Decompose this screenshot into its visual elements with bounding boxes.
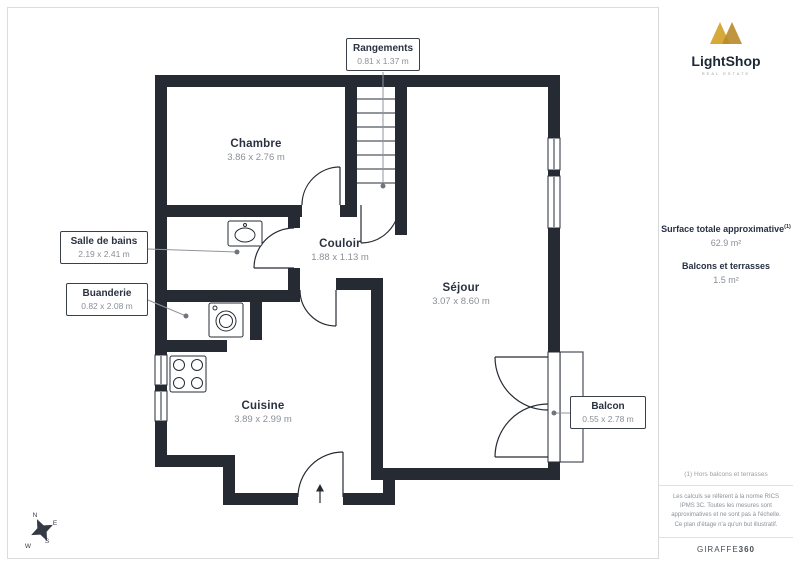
callout-buanderie-dims: 0.82 x 2.08 m [81,301,133,311]
callout-leaders [147,72,570,414]
compass-w: W [25,543,32,550]
washing-machine-icon [208,302,244,338]
floorplan-area: N E S W Chambre 3.86 x 2.76 m Couloir 1.… [25,38,646,550]
leader-salle-de-bains [147,248,238,253]
legal-disclaimer: Les calculs se réfèrent à la norme RICS … [671,493,781,528]
room-label-cuisine: Cuisine 3.89 x 2.99 m [234,400,292,425]
callout-dots [183,183,557,416]
room-dims-chambre: 3.86 x 2.76 m [227,152,285,163]
room-name-chambre: Chambre [230,138,282,150]
surface-total-footmark: (1) [784,224,791,230]
balcony-opening [547,351,561,463]
door-balcon-double [494,356,549,458]
window-sejour-1 [547,137,561,171]
room-dims-sejour: 3.07 x 8.60 m [432,296,490,307]
doors [253,166,549,498]
leader-buanderie [147,299,187,317]
surface-total-title-text: Surface totale approximative [661,224,785,234]
room-dims-couloir: 1.88 x 1.13 m [311,252,369,263]
room-dims-cuisine: 3.89 x 2.99 m [234,414,292,425]
window-cuisine-2 [154,390,168,422]
windows [154,137,561,422]
giraffe360-credit-name: GIRAFFE [696,545,739,554]
surface-footnote: (1) Hors balcons et terrasses [684,470,768,478]
door-rangements [360,204,400,244]
window-cuisine-1 [154,354,168,386]
room-name-cuisine: Cuisine [241,400,285,412]
info-sidebar: LightShop REAL ESTATE Surface totale app… [658,7,793,559]
surface-total-value: 62.9 m² [710,238,742,248]
callout-salle-de-bains-dims: 2.19 x 2.41 m [78,249,130,259]
compass-n: N [33,512,38,519]
stove-icon [169,355,207,393]
compass-s: S [45,538,50,545]
door-salle-de-bains [253,227,295,269]
callout-balcon-dims: 0.55 x 2.78 m [582,414,634,424]
door-entree [297,451,344,498]
brand-tagline: REAL ESTATE [701,71,751,76]
room-name-sejour: Séjour [442,282,480,294]
callout-balcon: Balcon 0.55 x 2.78 m [570,396,646,429]
callout-rangements-dims: 0.81 x 1.37 m [357,56,409,66]
sink-icon [227,220,263,247]
callout-salle-de-bains: Salle de bains 2.19 x 2.41 m [60,231,148,264]
floorplan-drawing: N E S W [25,72,584,550]
lightshop-logo-icon [709,22,742,44]
callout-buanderie: Buanderie 0.82 x 2.08 m [66,283,148,316]
door-chambre [301,166,341,206]
room-label-couloir: Couloir 1.88 x 1.13 m [311,238,369,263]
sidebar-divider-bottom [659,537,793,538]
callout-rangements-name: Rangements [352,43,414,54]
room-label-chambre: Chambre 3.86 x 2.76 m [227,138,285,163]
surface-summary: Surface totale approximative(1) 62.9 m² … [661,224,791,298]
callout-buanderie-name: Buanderie [82,288,132,299]
entry-arrow-icon [316,484,324,503]
window-sejour-2 [547,175,561,229]
giraffe360-credit: GIRAFFE360 [697,538,755,559]
sidebar-divider-top [659,484,793,486]
fixtures [169,220,263,393]
walls [155,75,560,505]
balcony-surface-title: Balcons et terrasses [681,261,771,271]
door-cuisine [299,289,337,327]
compass-e: E [53,520,58,527]
balcony-surface-value: 1.5 m² [713,275,739,285]
callout-rangements: Rangements 0.81 x 1.37 m [345,38,421,71]
room-name-couloir: Couloir [319,238,361,250]
brand-name: LightShop [691,53,761,69]
brand-logo-block: LightShop REAL ESTATE [691,7,761,76]
stairs-icon [357,98,395,184]
compass-icon: N E S W [25,512,58,550]
callout-salle-de-bains-name: Salle de bains [70,236,138,247]
callout-balcon-name: Balcon [591,401,625,412]
room-label-sejour: Séjour 3.07 x 8.60 m [432,282,490,307]
surface-total-title: Surface totale approximative(1) [661,224,791,234]
giraffe360-credit-num: 360 [738,545,756,554]
